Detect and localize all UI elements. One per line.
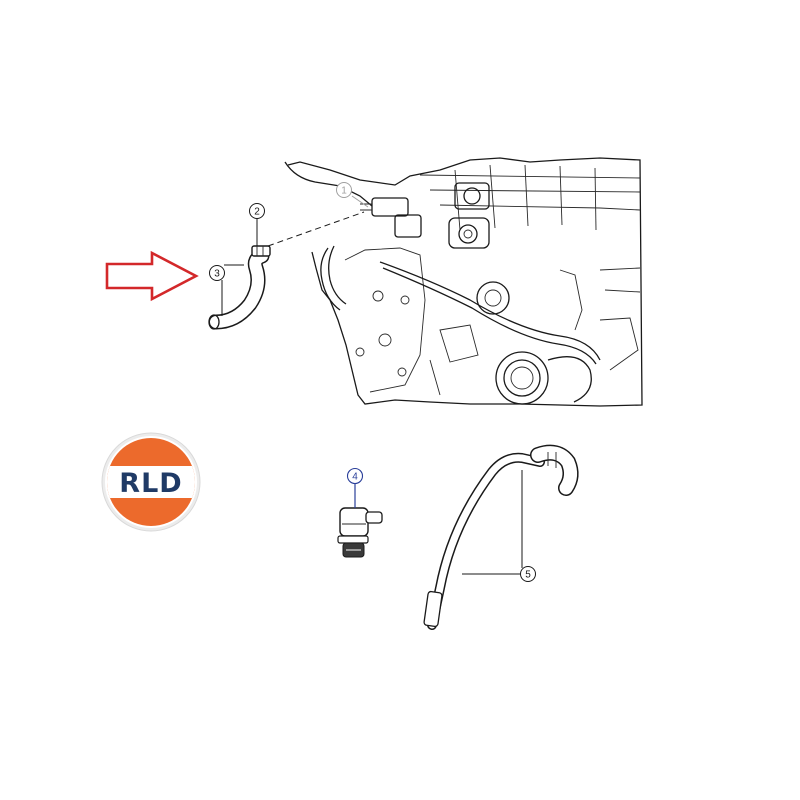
callout-5-label: 5 bbox=[525, 570, 531, 581]
part-5-vent-tube bbox=[423, 444, 579, 630]
engine-assembly bbox=[284, 157, 643, 407]
leader-lines bbox=[221, 195, 523, 575]
rld-logo: RLD bbox=[101, 432, 201, 532]
red-pointer-arrow-icon bbox=[105, 250, 199, 302]
callout-1: 1 bbox=[336, 182, 352, 198]
assembly-guide-line bbox=[267, 211, 365, 247]
callout-4: 4 bbox=[346, 467, 364, 485]
callout-2-label: 2 bbox=[254, 207, 260, 218]
logo-text: RLD bbox=[119, 468, 182, 499]
callout-4-label: 4 bbox=[352, 472, 358, 483]
callout-3-label: 3 bbox=[214, 269, 220, 280]
callout-1-label: 1 bbox=[341, 186, 347, 197]
callout-2: 2 bbox=[249, 203, 265, 219]
part-2-clamp bbox=[251, 245, 271, 257]
part-4-pcv-valve bbox=[337, 507, 383, 558]
callout-3: 3 bbox=[209, 265, 225, 281]
part-3-hose bbox=[208, 248, 270, 330]
callout-5: 5 bbox=[520, 566, 536, 582]
